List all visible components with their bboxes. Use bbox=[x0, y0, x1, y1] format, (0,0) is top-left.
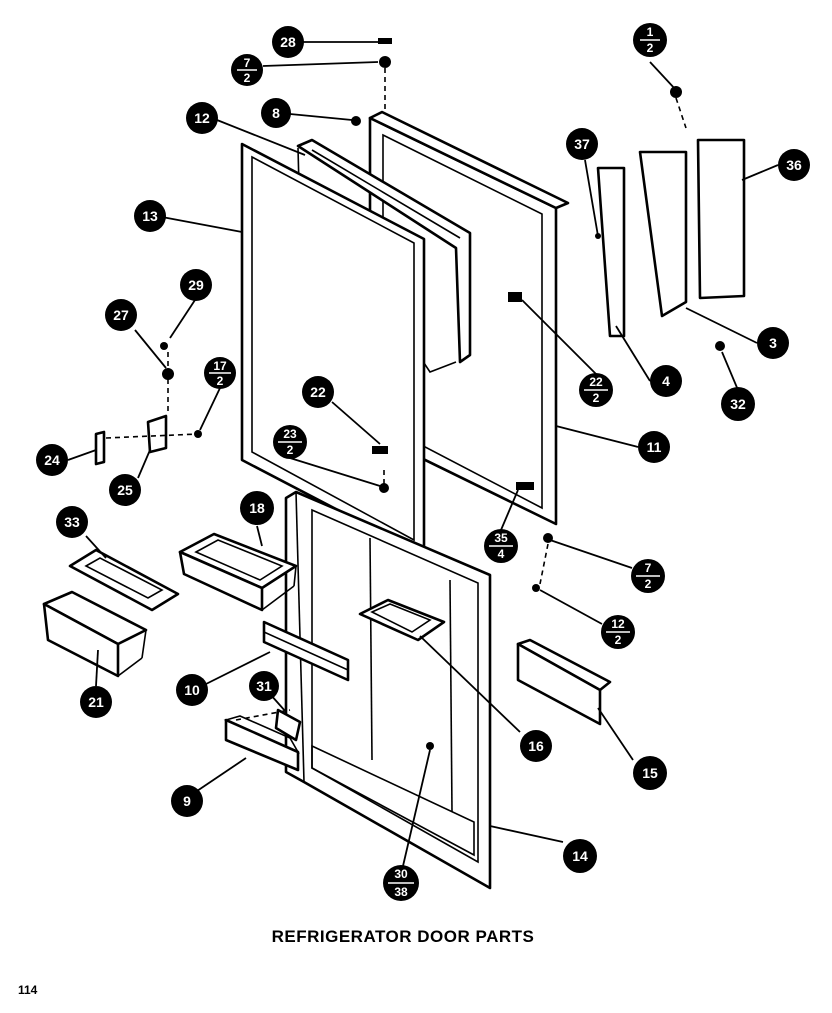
callout-7-2-bottom: 7 2 bbox=[631, 559, 665, 593]
callout-3: 3 bbox=[757, 327, 789, 359]
callout-13: 13 bbox=[134, 200, 166, 232]
callout-1-2: 1 2 bbox=[633, 23, 667, 57]
svg-text:22: 22 bbox=[310, 384, 326, 400]
door-bin-9 bbox=[223, 715, 300, 772]
svg-text:21: 21 bbox=[88, 694, 104, 710]
svg-text:2: 2 bbox=[244, 71, 251, 85]
svg-text:17: 17 bbox=[213, 359, 227, 373]
callout-11: 11 bbox=[638, 431, 670, 463]
svg-text:9: 9 bbox=[183, 793, 191, 809]
callout-32: 32 bbox=[721, 387, 755, 421]
callout-36: 36 bbox=[778, 149, 810, 181]
svg-text:7: 7 bbox=[645, 561, 652, 575]
callout-12: 12 bbox=[186, 102, 218, 134]
callout-37: 37 bbox=[566, 128, 598, 160]
callout-12-2: 12 2 bbox=[601, 615, 635, 649]
svg-text:8: 8 bbox=[272, 105, 280, 121]
assembly-lines bbox=[105, 68, 687, 721]
callout-22: 22 bbox=[302, 376, 334, 408]
callout-24: 24 bbox=[36, 444, 68, 476]
egg-tray-21 bbox=[42, 590, 148, 678]
page-number: 114 bbox=[18, 983, 38, 997]
svg-text:10: 10 bbox=[184, 682, 200, 698]
dairy-door-16 bbox=[358, 598, 446, 642]
svg-text:25: 25 bbox=[117, 482, 133, 498]
svg-text:30: 30 bbox=[394, 867, 408, 881]
svg-text:2: 2 bbox=[645, 577, 652, 591]
callout-10: 10 bbox=[176, 674, 208, 706]
svg-text:2: 2 bbox=[615, 633, 622, 647]
svg-text:13: 13 bbox=[142, 208, 158, 224]
svg-text:29: 29 bbox=[188, 277, 204, 293]
svg-text:2: 2 bbox=[647, 41, 654, 55]
diagram-title: REFRIGERATOR DOOR PARTS bbox=[271, 927, 535, 946]
callout-22-2-right: 22 2 bbox=[579, 373, 613, 407]
svg-text:15: 15 bbox=[642, 765, 658, 781]
hinge-bracket-36 bbox=[638, 138, 746, 318]
svg-text:38: 38 bbox=[394, 885, 408, 899]
callout-18: 18 bbox=[240, 491, 274, 525]
callout-21: 21 bbox=[80, 686, 112, 718]
svg-text:24: 24 bbox=[44, 452, 60, 468]
cover-33 bbox=[68, 548, 180, 612]
svg-text:2: 2 bbox=[287, 443, 294, 457]
svg-text:37: 37 bbox=[574, 136, 590, 152]
callout-4: 4 bbox=[650, 365, 682, 397]
svg-text:28: 28 bbox=[280, 34, 296, 50]
svg-text:16: 16 bbox=[528, 738, 544, 754]
callout-16: 16 bbox=[520, 730, 552, 762]
part-4 bbox=[596, 166, 626, 338]
svg-text:2: 2 bbox=[593, 391, 600, 405]
hinge-25 bbox=[146, 414, 168, 454]
trim-15 bbox=[516, 638, 612, 726]
part-24 bbox=[94, 430, 106, 466]
butter-dish-19 bbox=[178, 532, 298, 612]
callout-9: 9 bbox=[171, 785, 203, 817]
part-31 bbox=[274, 708, 302, 742]
svg-text:23: 23 bbox=[283, 427, 297, 441]
svg-text:1: 1 bbox=[647, 25, 654, 39]
callout-7-2-top: 7 2 bbox=[231, 54, 263, 86]
svg-text:7: 7 bbox=[244, 56, 251, 70]
svg-text:4: 4 bbox=[498, 547, 505, 561]
door-shelf-10 bbox=[262, 620, 350, 682]
svg-text:27: 27 bbox=[113, 307, 129, 323]
fresh-food-door bbox=[284, 490, 492, 890]
svg-text:33: 33 bbox=[64, 514, 80, 530]
callout-33: 33 bbox=[56, 506, 88, 538]
svg-text:12: 12 bbox=[611, 617, 625, 631]
callout-30-38: 30 38 bbox=[383, 865, 419, 901]
svg-text:12: 12 bbox=[194, 110, 210, 126]
svg-text:36: 36 bbox=[786, 157, 802, 173]
svg-text:22: 22 bbox=[589, 375, 603, 389]
leader-lines bbox=[67, 41, 779, 867]
svg-text:14: 14 bbox=[572, 848, 588, 864]
callout-14: 14 bbox=[563, 839, 597, 873]
callout-27: 27 bbox=[105, 299, 137, 331]
callout-17-2: 17 2 bbox=[204, 357, 236, 389]
svg-text:3: 3 bbox=[769, 335, 777, 351]
callout-15: 15 bbox=[633, 756, 667, 790]
callout-25: 25 bbox=[109, 474, 141, 506]
callout-28: 28 bbox=[272, 26, 304, 58]
svg-text:32: 32 bbox=[730, 396, 746, 412]
callout-31: 31 bbox=[249, 671, 279, 701]
svg-text:35: 35 bbox=[494, 531, 508, 545]
callout-23-2: 23 2 bbox=[273, 425, 307, 459]
svg-text:31: 31 bbox=[256, 678, 272, 694]
svg-text:11: 11 bbox=[647, 439, 662, 455]
svg-text:4: 4 bbox=[662, 373, 670, 389]
callout-35-4: 35 4 bbox=[484, 529, 518, 563]
svg-text:18: 18 bbox=[249, 500, 265, 516]
callout-29: 29 bbox=[180, 269, 212, 301]
svg-text:2: 2 bbox=[217, 374, 224, 388]
callout-8: 8 bbox=[261, 98, 291, 128]
